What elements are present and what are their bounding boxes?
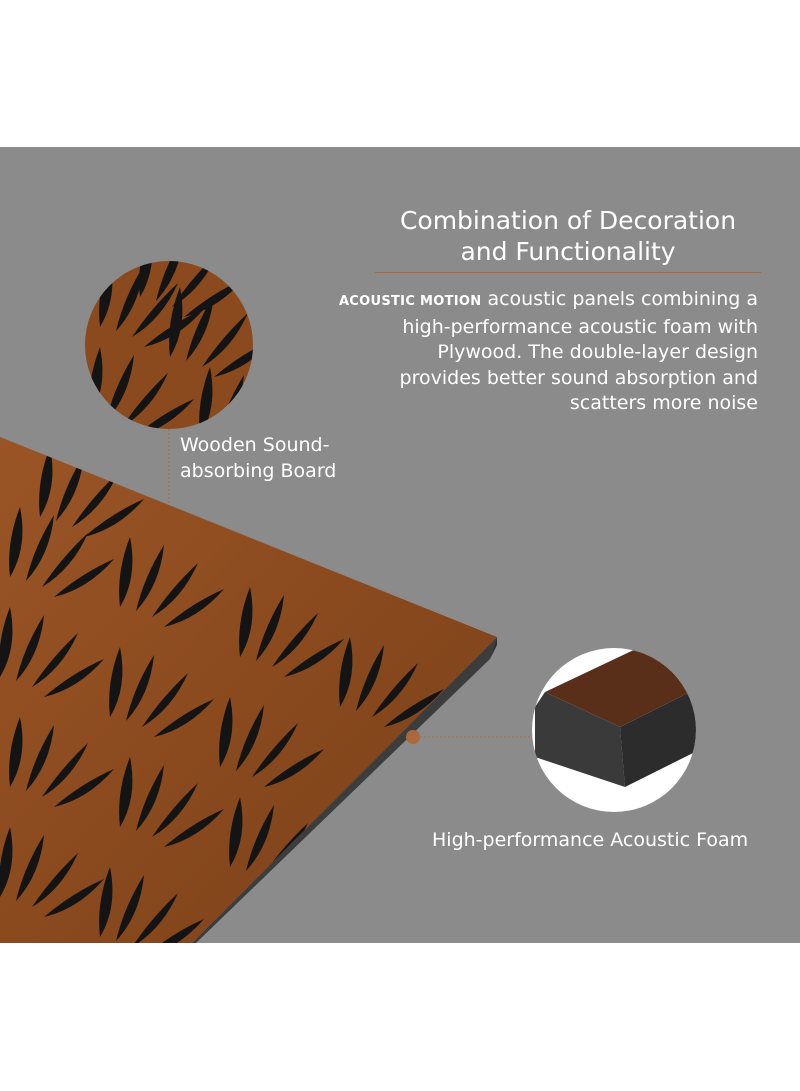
page-title: Combination of Decoration and Functional… (375, 205, 761, 267)
description-line-1: acoustic panels combining a (487, 288, 758, 310)
brand-name: ACOUSTIC MOTION (338, 294, 482, 309)
description-line-3: Plywood. The double-layer design (437, 341, 758, 363)
wooden-board (0, 437, 497, 943)
description-line-2: high-performance acoustic foam with (402, 315, 758, 338)
wood-label-line-2: absorbing Board (180, 460, 337, 482)
description-line-5: scatters more noise (569, 392, 758, 414)
wood-label-line-1: Wooden Sound- (180, 434, 330, 456)
title-line-2: and Functionality (460, 237, 676, 266)
wood-zoom-circle (85, 261, 253, 429)
foam-callout-label: High-performance Acoustic Foam (432, 829, 749, 851)
description-line-4: provides better sound absorption and (399, 366, 758, 389)
title-divider (375, 272, 761, 273)
wood-callout-label: Wooden Sound- absorbing Board (180, 432, 336, 484)
product-illustration (0, 261, 696, 943)
description: ACOUSTIC MOTION acoustic panels combinin… (300, 287, 758, 417)
product-banner: Combination of Decoration and Functional… (0, 147, 800, 943)
foam-zoom-circle (532, 648, 696, 812)
title-line-1: Combination of Decoration (399, 206, 737, 235)
